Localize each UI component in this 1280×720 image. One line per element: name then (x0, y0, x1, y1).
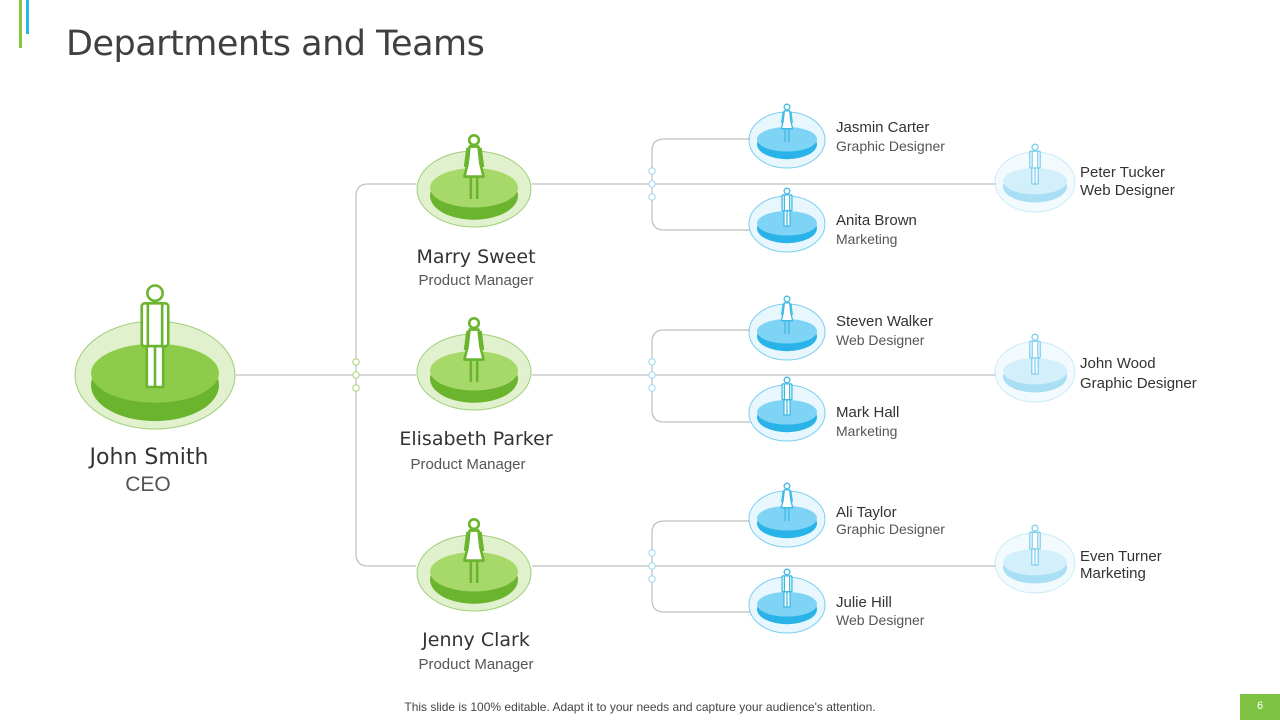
member-name: Even Turner (1080, 548, 1162, 565)
member-name: Mark Hall (836, 404, 900, 421)
member-role: Marketing (836, 423, 898, 439)
connector-dot (648, 562, 656, 570)
manager-disc (416, 150, 532, 228)
person-nodes (74, 103, 1076, 634)
person-icon (781, 568, 793, 608)
page-number: 6 (1240, 694, 1280, 720)
person-icon (463, 317, 485, 382)
member-role: Web Designer (836, 612, 925, 628)
connector-line (651, 329, 750, 423)
member-name: Jasmin Carter (836, 119, 930, 136)
connector-dot (648, 358, 656, 366)
manager-disc (416, 333, 532, 411)
member-name: Peter Tucker (1080, 164, 1166, 181)
person-icon (781, 376, 793, 416)
connector-lines (236, 138, 996, 613)
member-name: Ali Taylor (836, 504, 897, 521)
person-icon (463, 134, 485, 199)
person-icon (780, 295, 794, 334)
manager-disc (416, 534, 532, 612)
person-icon (780, 482, 794, 521)
manager-name: Jenny Clark (422, 629, 530, 651)
person-icon (1029, 143, 1041, 185)
member-role: Graphic Designer (1080, 375, 1197, 392)
manager-name: Marry Sweet (416, 246, 536, 268)
member-name: Julie Hill (836, 594, 892, 611)
connector-dot (352, 371, 360, 379)
page-title: Departments and Teams (66, 24, 485, 64)
member-name: Steven Walker (836, 313, 933, 330)
manager-role: Product Manager (418, 272, 534, 289)
accent-bar-green (19, 0, 22, 48)
connector-dot (648, 167, 656, 175)
member-role: Marketing (836, 231, 898, 247)
connector-dot (648, 371, 656, 379)
person-icon (140, 284, 170, 389)
connector-dot (648, 180, 656, 188)
person-icon (780, 103, 794, 142)
member-role: Graphic Designer (836, 138, 945, 154)
manager-role: Product Manager (418, 656, 534, 673)
ceo-name: John Smith (89, 445, 209, 470)
person-icon (1029, 333, 1041, 375)
member-role: Graphic Designer (836, 521, 945, 537)
person-icon (463, 518, 485, 583)
person-icon (781, 187, 793, 227)
footer-note: This slide is 100% editable. Adapt it to… (404, 700, 876, 714)
connector-dot (648, 384, 656, 392)
member-disc (748, 303, 826, 361)
member-role: Web Designer (836, 332, 925, 348)
ceo-role: CEO (125, 473, 171, 496)
member-disc (748, 111, 826, 169)
member-name: Anita Brown (836, 212, 917, 229)
connector-dot (648, 193, 656, 201)
connector-dot (648, 575, 656, 583)
manager-role: Product Manager (410, 456, 526, 473)
connector-dot (648, 549, 656, 557)
member-role: Web Designer (1080, 182, 1175, 199)
connector-dot (352, 384, 360, 392)
member-role: Marketing (1080, 565, 1146, 582)
accent-bar-blue (26, 0, 29, 34)
member-name: John Wood (1080, 355, 1156, 372)
manager-name: Elisabeth Parker (399, 428, 553, 450)
connector-dot (352, 358, 360, 366)
person-icon (1029, 524, 1041, 566)
